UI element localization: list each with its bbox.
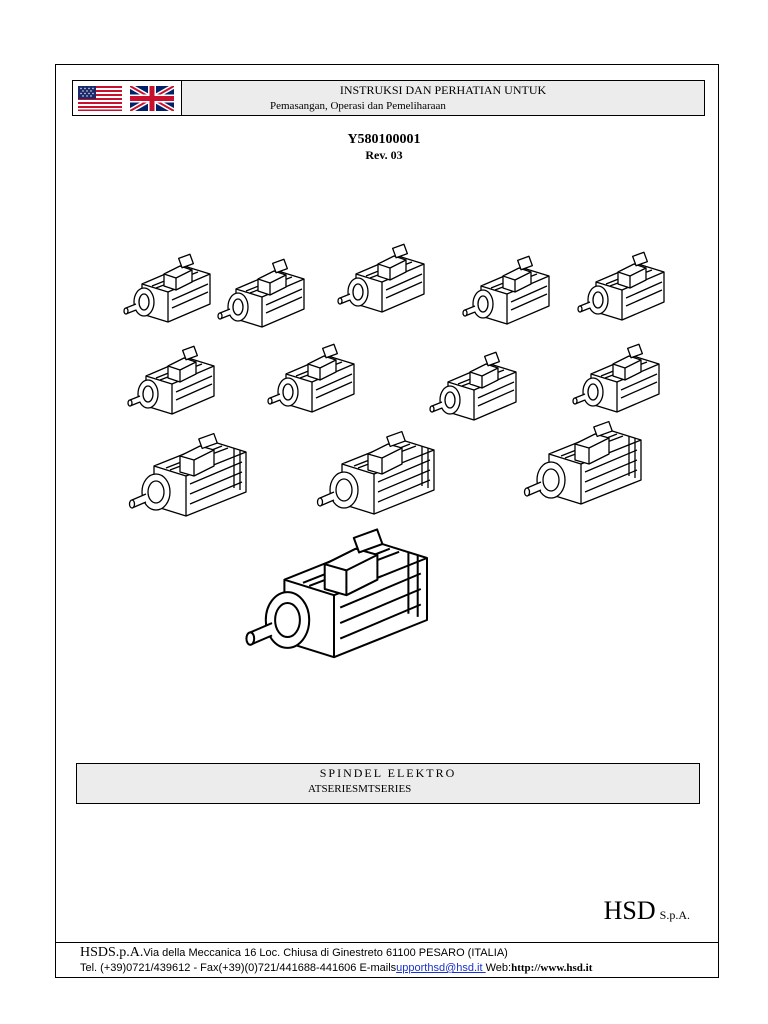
header-title: INSTRUKSI DAN PERHATIAN UNTUK: [339, 83, 547, 97]
footer-web-label: Web:: [485, 962, 512, 974]
document-revision: Rev. 03: [365, 148, 403, 162]
electro-spindle-drawings: [123, 243, 665, 659]
spindle-drawing: [429, 351, 517, 421]
spindle-drawing: [128, 432, 247, 517]
header-subtitle: Pemasangan, Operasi dan Pemeliharaan: [270, 100, 446, 112]
us-flag-icon: [78, 86, 122, 111]
spindle-drawing: [245, 528, 429, 659]
page-frame: [55, 64, 719, 978]
product-series: ATSERIESMTSERIES: [308, 783, 412, 795]
footer-contact: Tel. (+39)0721/439612 - Fax(+39)(0)721/4…: [80, 962, 397, 974]
footer-address-line: HSDS.p.A.Via della Meccanica 16 Loc. Chi…: [80, 945, 508, 961]
product-title: SPINDEL ELEKTRO: [319, 766, 457, 780]
spindle-drawing: [462, 255, 550, 325]
header-box: INSTRUKSI DAN PERHATIAN UNTUK Pemasangan…: [72, 80, 705, 116]
product-box: SPINDEL ELEKTRO ATSERIESMTSERIES: [76, 763, 700, 804]
spindle-drawing: [337, 243, 425, 313]
brand-name: HSD: [603, 896, 656, 925]
footer-address: Via della Meccanica 16 Loc. Chiusa di Gi…: [143, 947, 508, 959]
footer-divider: [55, 942, 719, 943]
spindle-drawing: [217, 258, 305, 328]
spindle-drawing: [577, 251, 665, 321]
footer-email-link[interactable]: upporthsd@hsd.it: [396, 962, 486, 974]
spindle-drawing: [267, 343, 355, 413]
footer-company: HSDS.p.A.: [80, 945, 144, 960]
footer-contact-line: Tel. (+39)0721/439612 - Fax(+39)(0)721/4…: [80, 962, 592, 974]
footer-web-url[interactable]: http://www.hsd.it: [511, 962, 593, 974]
spindle-drawing: [572, 343, 660, 413]
spindle-drawing: [523, 420, 642, 505]
brand-suffix: S.p.A.: [659, 908, 690, 922]
spindle-drawing: [123, 253, 211, 323]
flag-cell: [73, 81, 182, 115]
document-code: Y580100001: [347, 132, 421, 147]
spindle-drawing: [316, 430, 435, 515]
uk-flag-icon: [130, 86, 174, 111]
spindle-drawing: [127, 345, 215, 415]
